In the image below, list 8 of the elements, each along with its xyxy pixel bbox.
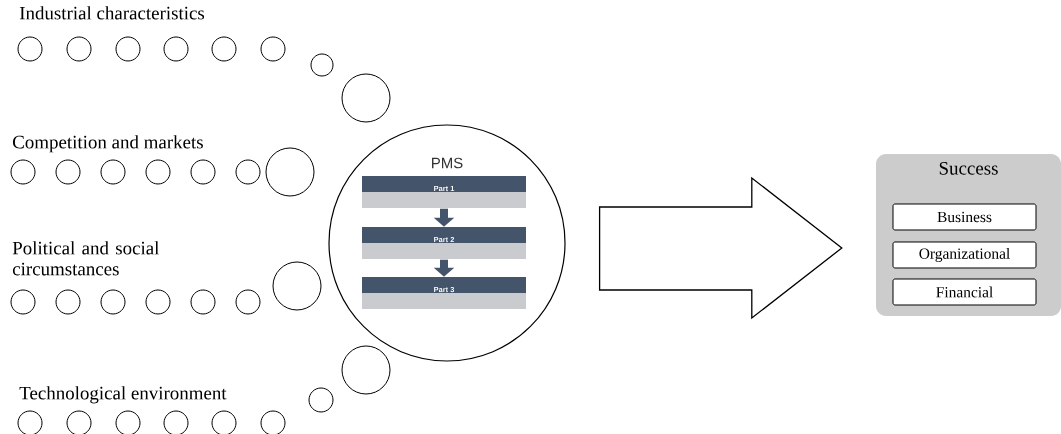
- factor-label: Technological environment: [19, 386, 227, 404]
- category-box: Business: [892, 203, 1037, 231]
- category-box: Organizational: [892, 241, 1037, 269]
- factor-label: Competition and markets: [13, 135, 203, 153]
- factor-label: Industrial characteristics: [19, 6, 205, 20]
- block-arrow: [598, 176, 843, 320]
- factor-label: Political and social circumstances: [12, 241, 160, 276]
- category-box: Financial: [892, 278, 1037, 306]
